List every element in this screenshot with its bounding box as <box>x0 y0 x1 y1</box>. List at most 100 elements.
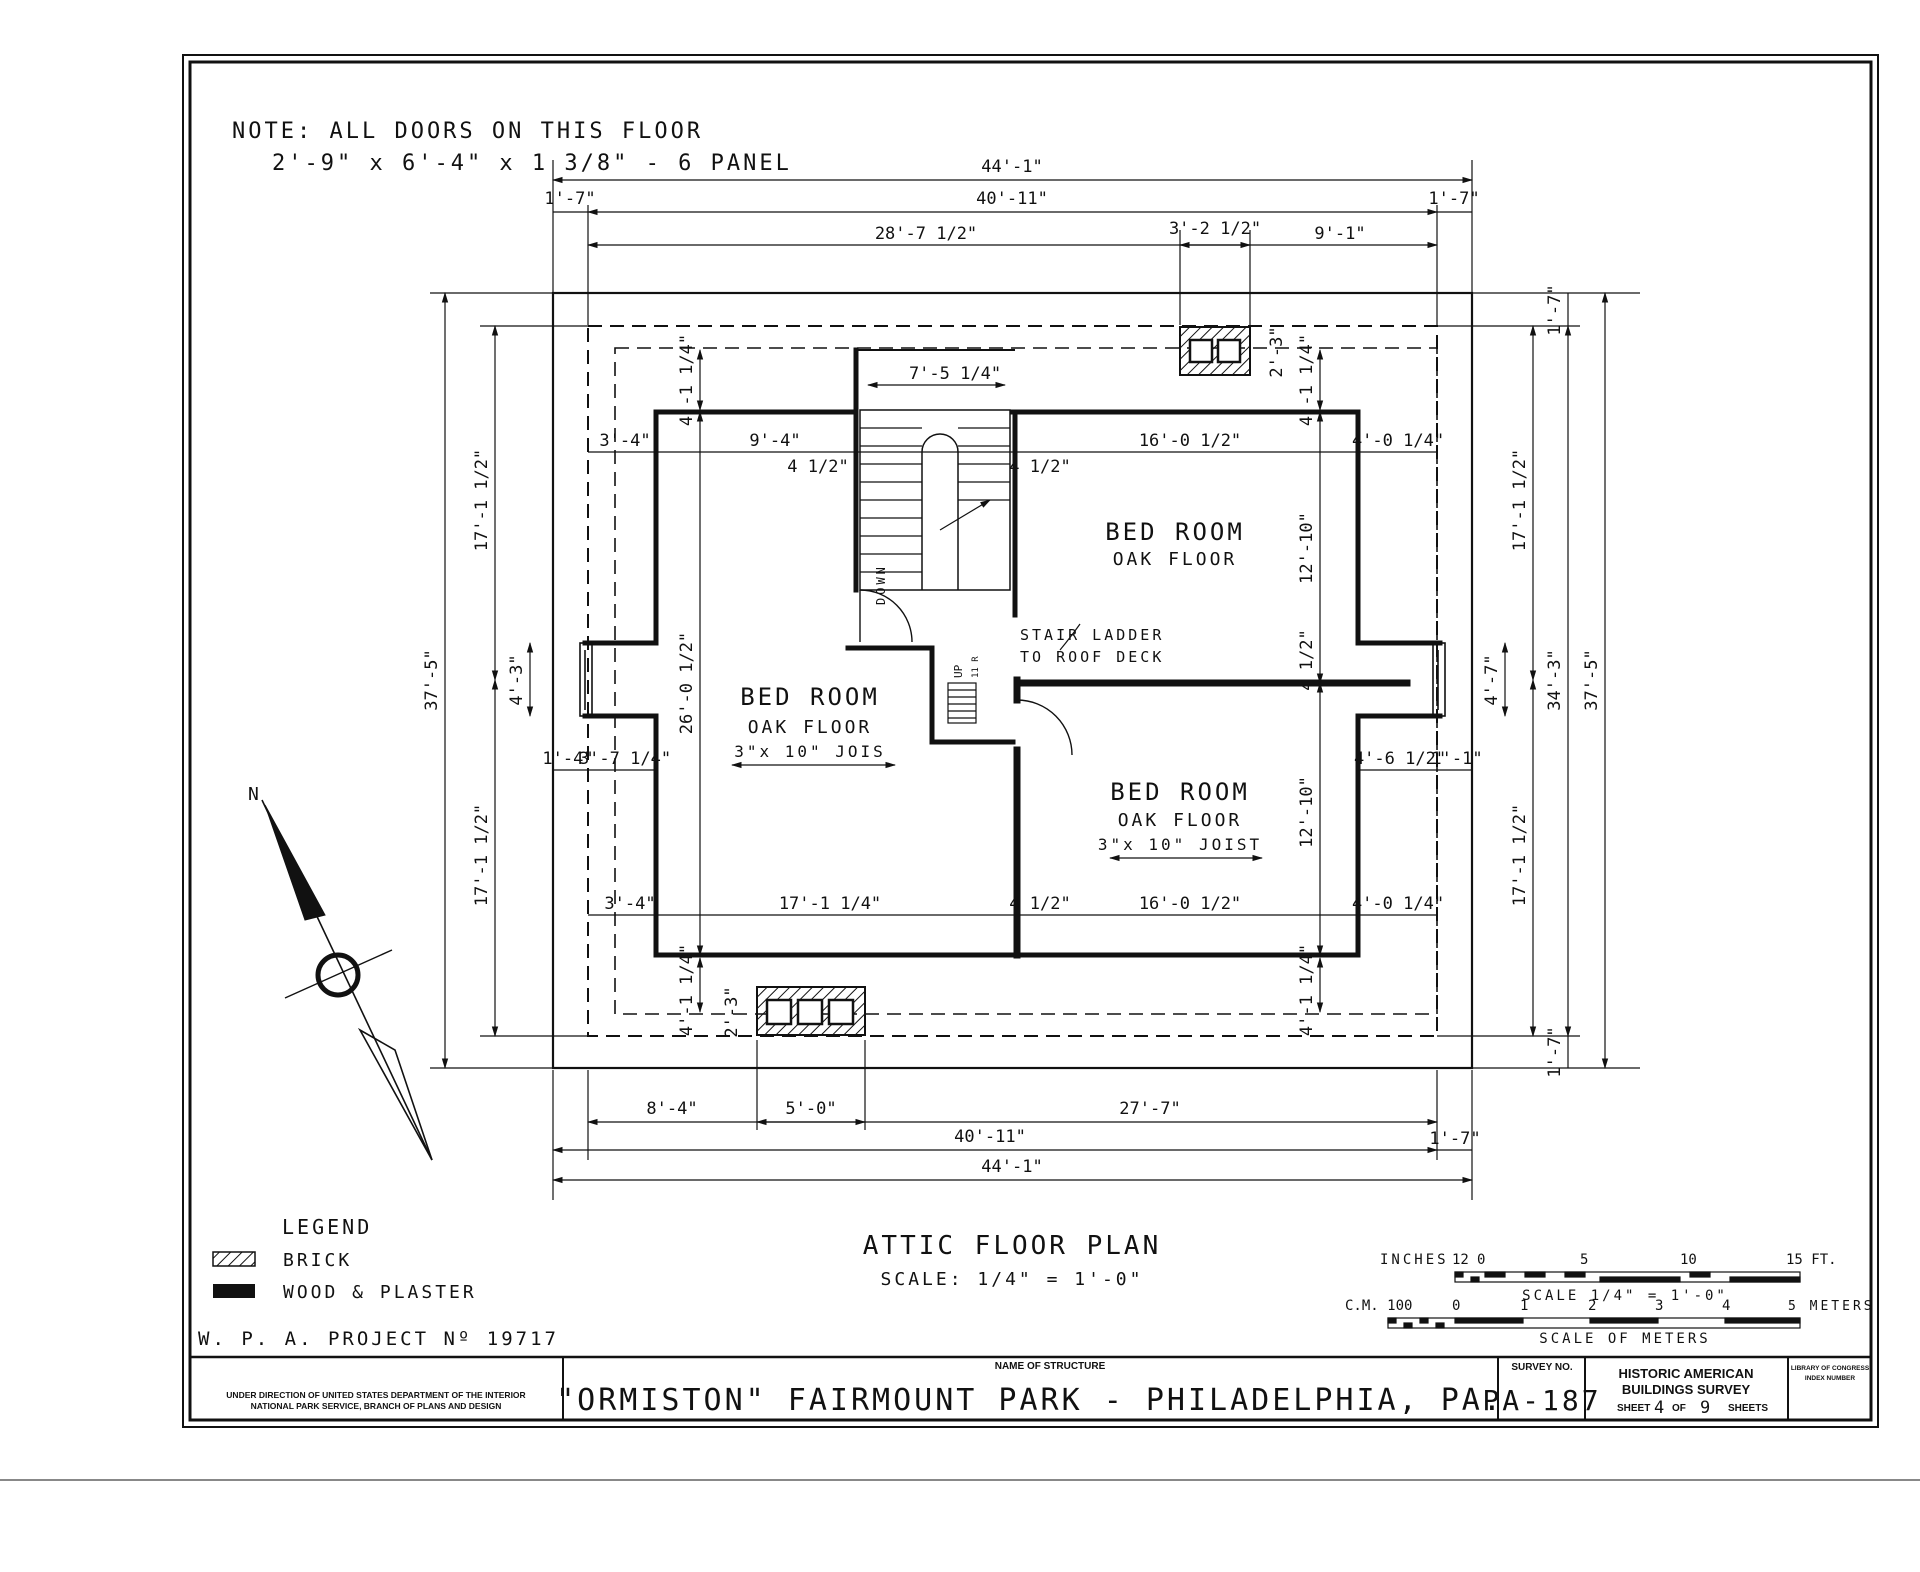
inches-label: INCHES <box>1380 1252 1449 1268</box>
dim-right-lower: 17'-1 1/2" <box>1510 804 1530 906</box>
dim-partition: 4 1/2" <box>1297 629 1317 690</box>
dim-se-wall: 4'-1 1/4" <box>1297 944 1317 1036</box>
ladder-up-label: UP <box>952 664 965 678</box>
title-block <box>190 1355 1871 1420</box>
legend-brick-swatch <box>212 1251 256 1267</box>
dim-left-upper: 17'-1 1/2" <box>472 449 492 551</box>
dim-left-overall: 37'-5" <box>422 649 442 710</box>
dim-chimney-bot-h: 2'-3" <box>722 986 742 1037</box>
dim-stair-wall-l: 4 1/2" <box>787 457 848 477</box>
legend: LEGEND BRICK WOOD & PLASTER <box>212 1215 477 1303</box>
metric-tick-2: 2 <box>1588 1298 1596 1314</box>
dim-bot-setback-r: 4'-0 1/4" <box>1352 894 1444 914</box>
dim-right-overall: 37'-5" <box>1582 649 1602 710</box>
dim-ne-room-w: 16'-0 1/2" <box>1139 431 1241 451</box>
dim-left-lower: 17'-1 1/2" <box>472 804 492 906</box>
dim-top-overall: 44'-1" <box>981 157 1042 177</box>
of-word: OF <box>1672 1403 1686 1414</box>
dim-right-upper: 17'-1 1/2" <box>1510 449 1530 551</box>
joist-arrows <box>730 761 1264 862</box>
dim-ne-room-h: 12'-10" <box>1297 512 1317 584</box>
dim-ne-wall: 4'-1 1/4" <box>1297 334 1317 426</box>
bottom-chimney <box>756 986 866 1036</box>
dim-right-window: 4'-7" <box>1482 654 1502 705</box>
dim-right-bot-off: 1'-7" <box>1545 1026 1565 1077</box>
dim-top-right-offset: 1'-7" <box>1428 189 1479 209</box>
dim-bot-b: 27'-7" <box>1119 1099 1180 1119</box>
dim-right-off: 1'-1" <box>1431 749 1482 769</box>
dim-top-b: 9'-1" <box>1314 224 1365 244</box>
metric-tick-5: 5 METERS <box>1788 1299 1875 1314</box>
legend-wood-label: WOOD & PLASTER <box>283 1282 477 1303</box>
dim-top-inner: 40'-11" <box>976 189 1048 209</box>
ne-room-name: BED ROOM <box>1105 518 1245 546</box>
dashed-wall-line-inner <box>614 347 1438 1015</box>
loc-line-1: LIBRARY OF CONGRESS <box>1791 1365 1870 1372</box>
dim-bot-right-off: 1'-7" <box>1429 1129 1480 1149</box>
dim-right-top-off: 1'-7" <box>1545 284 1565 335</box>
inch-tick-10: 10 <box>1680 1252 1697 1268</box>
dim-bot-room-l: 17'-1 1/4" <box>779 894 881 914</box>
dim-bot-setback-l: 3'-4" <box>604 894 655 914</box>
cm-label: C.M. 100 <box>1345 1298 1412 1314</box>
dim-ne-setback: 4'-0 1/4" <box>1352 431 1444 451</box>
top-dimensions <box>551 160 1474 325</box>
dim-stair-wall-r: 4 1/2" <box>1009 457 1070 477</box>
w-room-name: BED ROOM <box>740 683 880 711</box>
note-line-1: NOTE: ALL DOORS ON THIS FLOOR <box>232 119 703 144</box>
main-stair <box>856 349 1073 756</box>
agency-line-1: UNDER DIRECTION OF UNITED STATES DEPARTM… <box>226 1390 525 1400</box>
dim-left-room-w: 9'-4" <box>749 431 800 451</box>
wpa-project: W. P. A. PROJECT Nº 19717 <box>198 1328 559 1350</box>
w-room-floor: OAK FLOOR <box>748 717 873 738</box>
ladder-riser-count: 11 R <box>971 656 981 678</box>
agency-line-2: NATIONAL PARK SERVICE, BRANCH OF PLANS A… <box>251 1401 502 1411</box>
dim-stair-width: 7'-5 1/4" <box>909 364 1001 384</box>
dim-bot-chimney: 5'-0" <box>785 1099 836 1119</box>
sheet-word: SHEET <box>1617 1403 1650 1414</box>
metric-scale-caption: SCALE OF METERS <box>1539 1331 1710 1347</box>
floor-plan: DOWN UP 11 R STAIR LADDER TO ROOF DECK <box>507 291 1509 1070</box>
dim-left-window: 4'-3" <box>507 654 527 705</box>
survey-no: PA-187 <box>1482 1384 1601 1417</box>
left-window <box>579 642 593 717</box>
dim-top-a: 28'-7 1/2" <box>875 224 977 244</box>
attic-walls <box>582 347 1443 959</box>
bottom-dimensions <box>551 1040 1474 1200</box>
plan-scale: SCALE: 1/4" = 1'-0" <box>881 1269 1144 1290</box>
imperial-scale-caption: SCALE 1/4" = 1'-0" <box>1522 1288 1728 1304</box>
se-room-joist: 3"x 10" JOIST <box>1098 835 1262 854</box>
metric-tick-3: 3 <box>1655 1298 1663 1314</box>
inch-tick-15: 15 FT. <box>1786 1252 1837 1268</box>
dim-bot-overall: 44'-1" <box>981 1157 1042 1177</box>
dim-nw-wall: 4'-1 1/4" <box>677 334 697 426</box>
inch-tick-0: 0 <box>1477 1252 1485 1268</box>
north-arrow <box>261 799 433 1161</box>
north-label: N <box>248 784 262 805</box>
dim-bot-room-r: 16'-0 1/2" <box>1139 894 1241 914</box>
se-room-name: BED ROOM <box>1110 778 1250 806</box>
metric-tick-0: 0 <box>1452 1298 1460 1314</box>
dim-left-w-off: 1'-4" <box>542 749 593 769</box>
se-room-floor: OAK FLOOR <box>1118 810 1243 831</box>
metric-tick-1: 1 <box>1520 1298 1528 1314</box>
dim-right-inner: 34'-3" <box>1545 649 1565 710</box>
ne-room-floor: OAK FLOOR <box>1113 549 1238 570</box>
sheet-total: 9 <box>1700 1398 1713 1418</box>
structure-name-label: NAME OF STRUCTURE <box>995 1361 1106 1372</box>
legend-title: LEGEND <box>282 1215 372 1239</box>
loc-line-2: INDEX NUMBER <box>1805 1375 1856 1382</box>
sheets-word: SHEETS <box>1728 1403 1768 1414</box>
dim-left-setback-top: 3'-4" <box>599 431 650 451</box>
room-labels: BED ROOM OAK FLOOR BED ROOM OAK FLOOR 3"… <box>734 518 1262 854</box>
interior-dim-lines <box>526 348 1509 1014</box>
habs-line-2: BUILDINGS SURVEY <box>1622 1382 1751 1397</box>
eave-line <box>551 291 1474 1070</box>
w-room-joist: 3"x 10" JOIS <box>734 742 886 761</box>
sheet-number: 4 <box>1654 1398 1667 1418</box>
ladder-note-1: STAIR LADDER <box>1020 626 1164 644</box>
dashed-wall-line-outer <box>587 325 1438 1037</box>
right-window <box>1432 642 1446 717</box>
top-chimney <box>1179 326 1251 376</box>
